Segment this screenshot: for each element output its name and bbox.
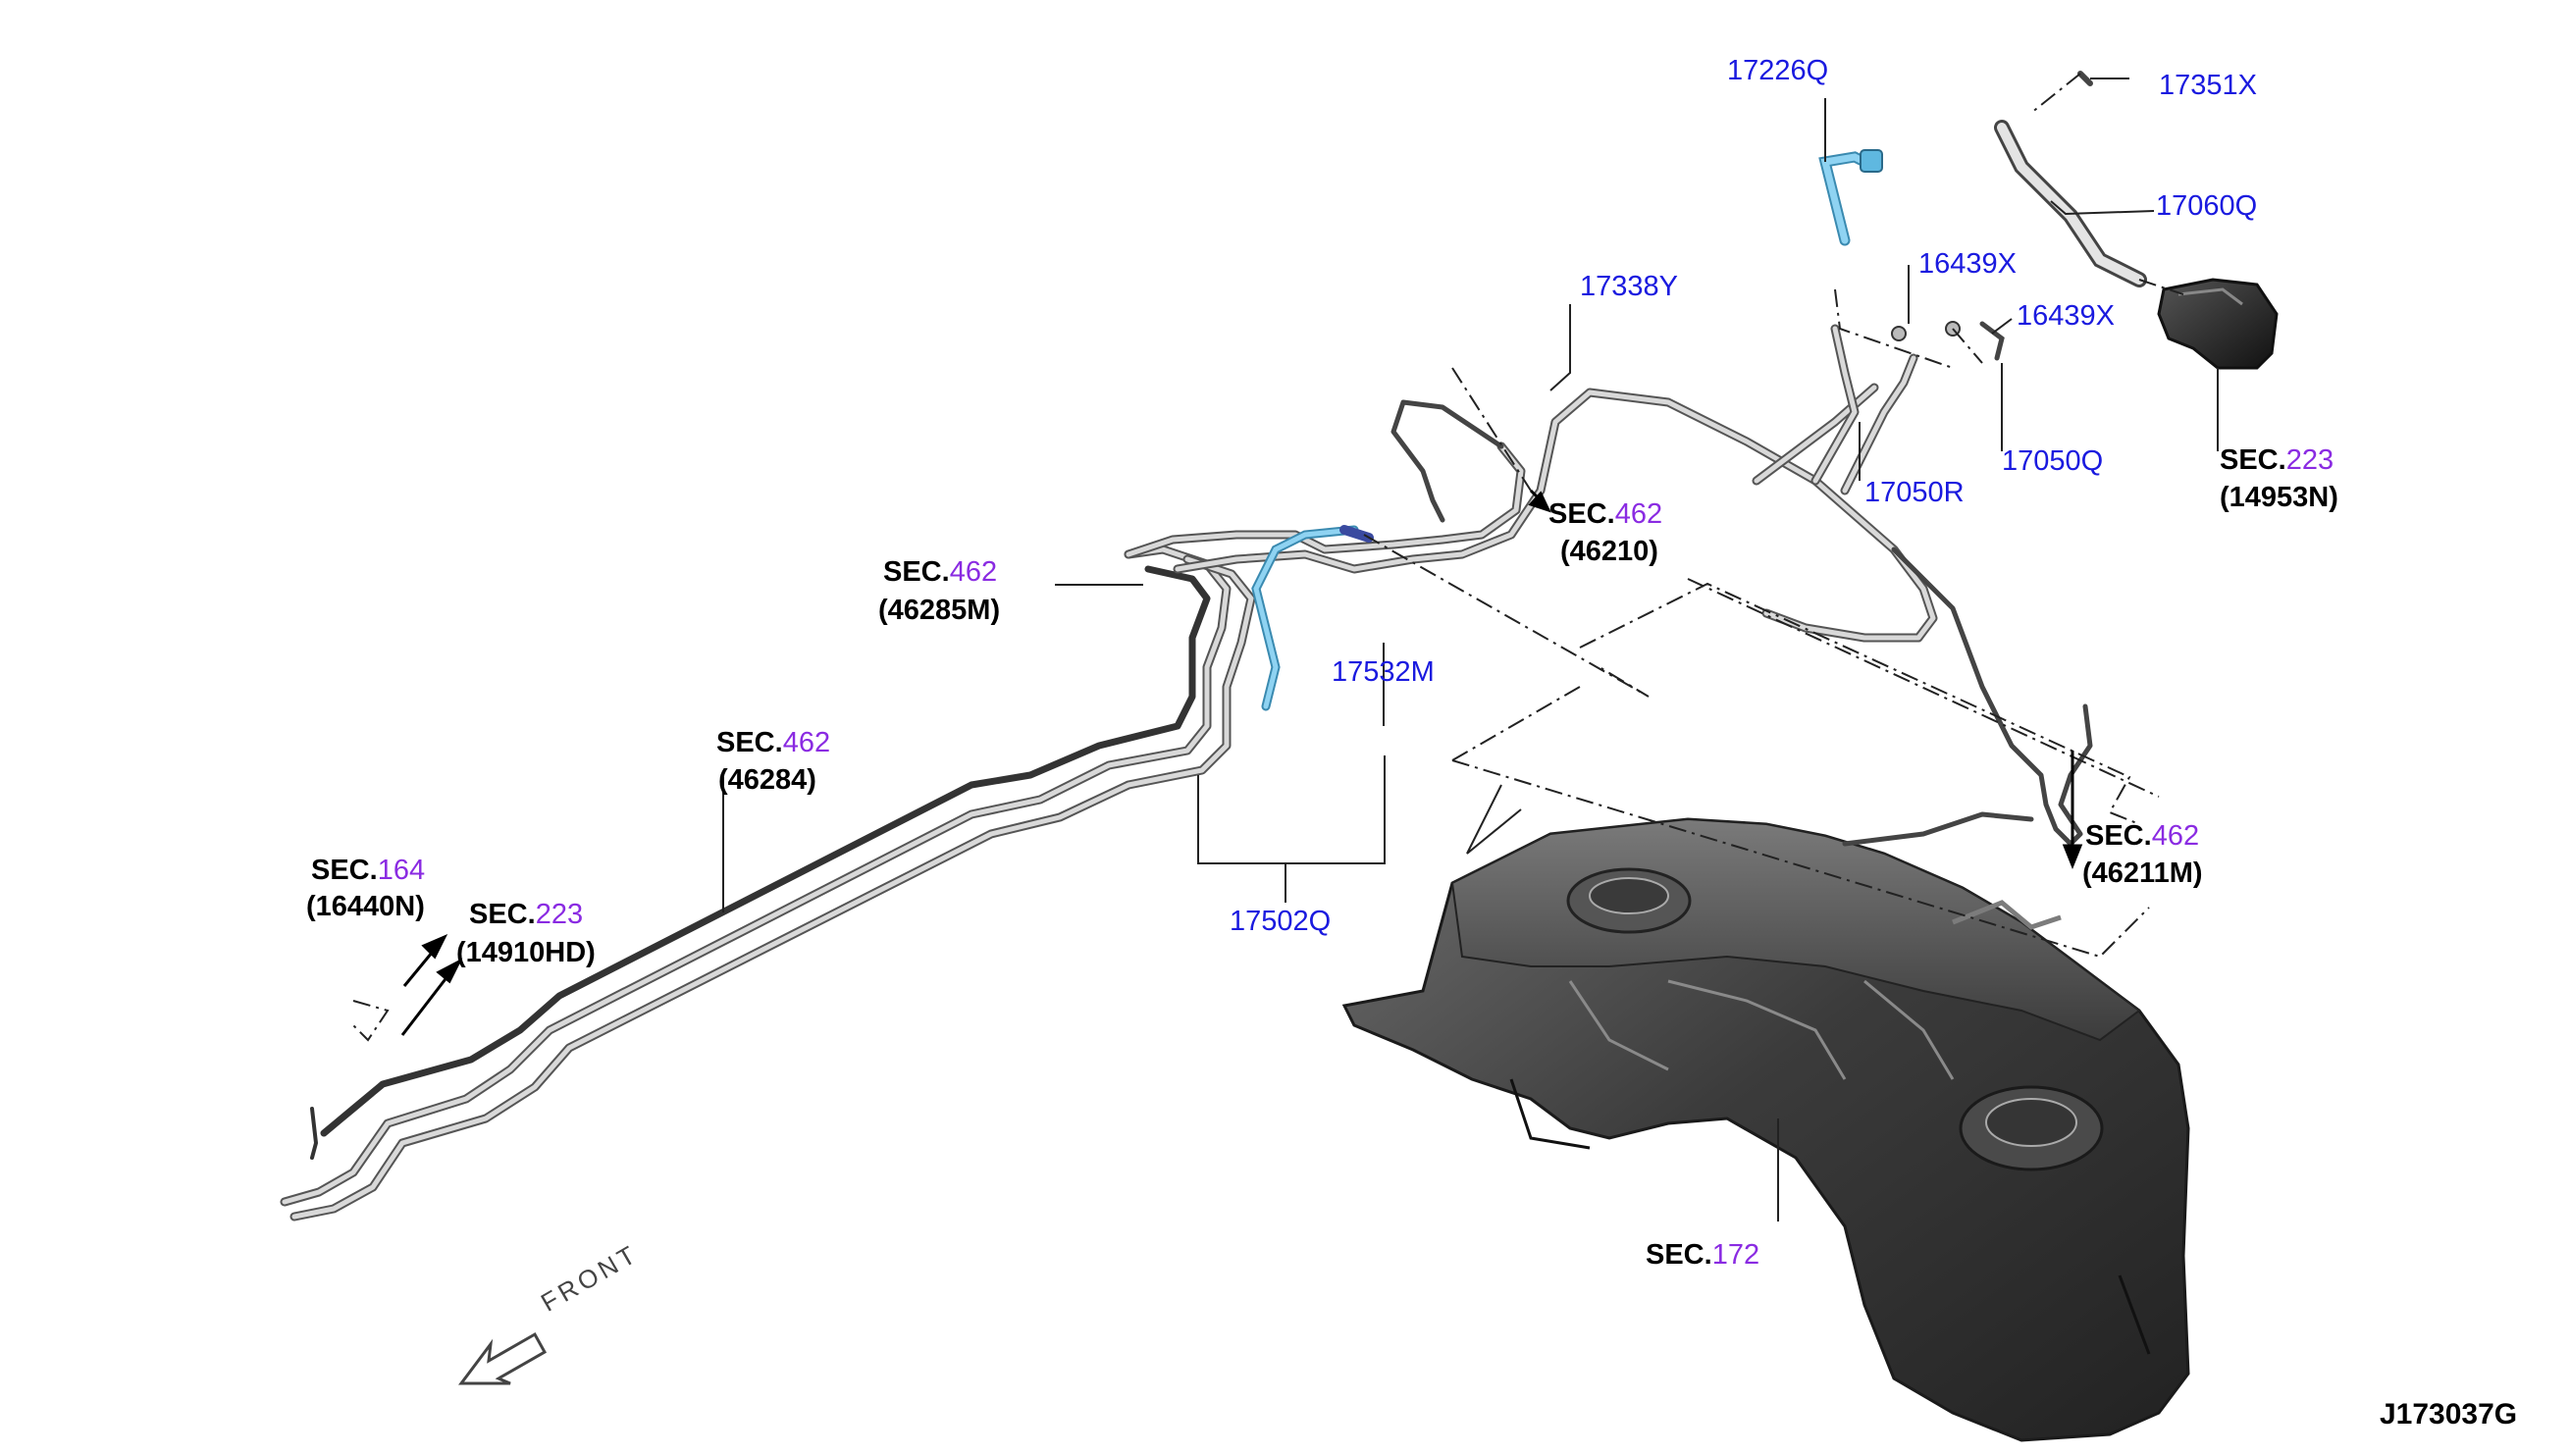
evap-canister [2157, 278, 2279, 370]
direction-arrows [400, 489, 2083, 1036]
part-17050R[interactable]: 17050R [1864, 477, 1965, 508]
part-17338Y[interactable]: 17338Y [1580, 271, 1678, 302]
section-subref-46210: (46210) [1560, 536, 1658, 567]
section-subref-46285M: (46285M) [878, 595, 1001, 626]
sec-prefix: SEC. [883, 556, 950, 588]
section-ref-462-46211M[interactable]: SEC.462 [2085, 819, 2199, 853]
section-subref-14910HD: (14910HD) [456, 937, 596, 968]
section-ref-223-bottom[interactable]: SEC.223 [469, 898, 583, 931]
leader-lines [722, 78, 2219, 1222]
section-subref-46211M: (46211M) [2082, 858, 2203, 889]
sec-number: 223 [535, 899, 584, 930]
part-17060Q[interactable]: 17060Q [2156, 190, 2258, 222]
section-ref-223-top[interactable]: SEC.223 [2220, 443, 2334, 477]
dash-dot-leaders [352, 73, 2184, 1042]
part-17532M[interactable]: 17532M [1332, 656, 1435, 688]
section-ref-462-46285M[interactable]: SEC.462 [883, 555, 997, 589]
fuel-tank [1341, 817, 2190, 1442]
part-17351X[interactable]: 17351X [2159, 70, 2257, 101]
sec-number: 223 [2285, 444, 2334, 476]
sec-number: 164 [377, 855, 426, 886]
part-16439X-b[interactable]: 16439X [2017, 300, 2115, 332]
section-ref-172[interactable]: SEC.172 [1646, 1238, 1759, 1272]
sec-prefix: SEC. [2085, 820, 2152, 852]
sec-prefix: SEC. [1646, 1239, 1712, 1271]
sec-number: 462 [782, 727, 831, 758]
main-fuel-tubes [280, 324, 2093, 1222]
part-17050Q[interactable]: 17050Q [2002, 445, 2104, 477]
highlighted-hoses [1251, 149, 1883, 711]
section-ref-164[interactable]: SEC.164 [311, 854, 425, 887]
section-subref-46284: (46284) [718, 764, 816, 796]
sec-prefix: SEC. [469, 899, 536, 930]
vent-hoses [1891, 71, 2147, 361]
sec-prefix: SEC. [716, 727, 783, 758]
part-16439X-a[interactable]: 16439X [1918, 248, 2017, 280]
sec-number: 462 [1614, 498, 1663, 530]
part-17226Q[interactable]: 17226Q [1727, 55, 1829, 86]
sec-number: 462 [949, 556, 998, 588]
section-ref-462-46284[interactable]: SEC.462 [716, 726, 830, 759]
sec-prefix: SEC. [311, 855, 378, 886]
section-subref-14953N: (14953N) [2220, 482, 2338, 513]
sec-prefix: SEC. [2220, 444, 2286, 476]
section-ref-462-46210[interactable]: SEC.462 [1548, 497, 1662, 531]
section-subref-16440N: (16440N) [306, 891, 425, 922]
diagram-code: J173037G [2380, 1398, 2518, 1430]
part-17502Q[interactable]: 17502Q [1230, 906, 1332, 937]
sec-number: 462 [2151, 820, 2200, 852]
sec-prefix: SEC. [1548, 498, 1615, 530]
front-arrow-icon [458, 1331, 548, 1385]
sec-number: 172 [1711, 1239, 1760, 1271]
